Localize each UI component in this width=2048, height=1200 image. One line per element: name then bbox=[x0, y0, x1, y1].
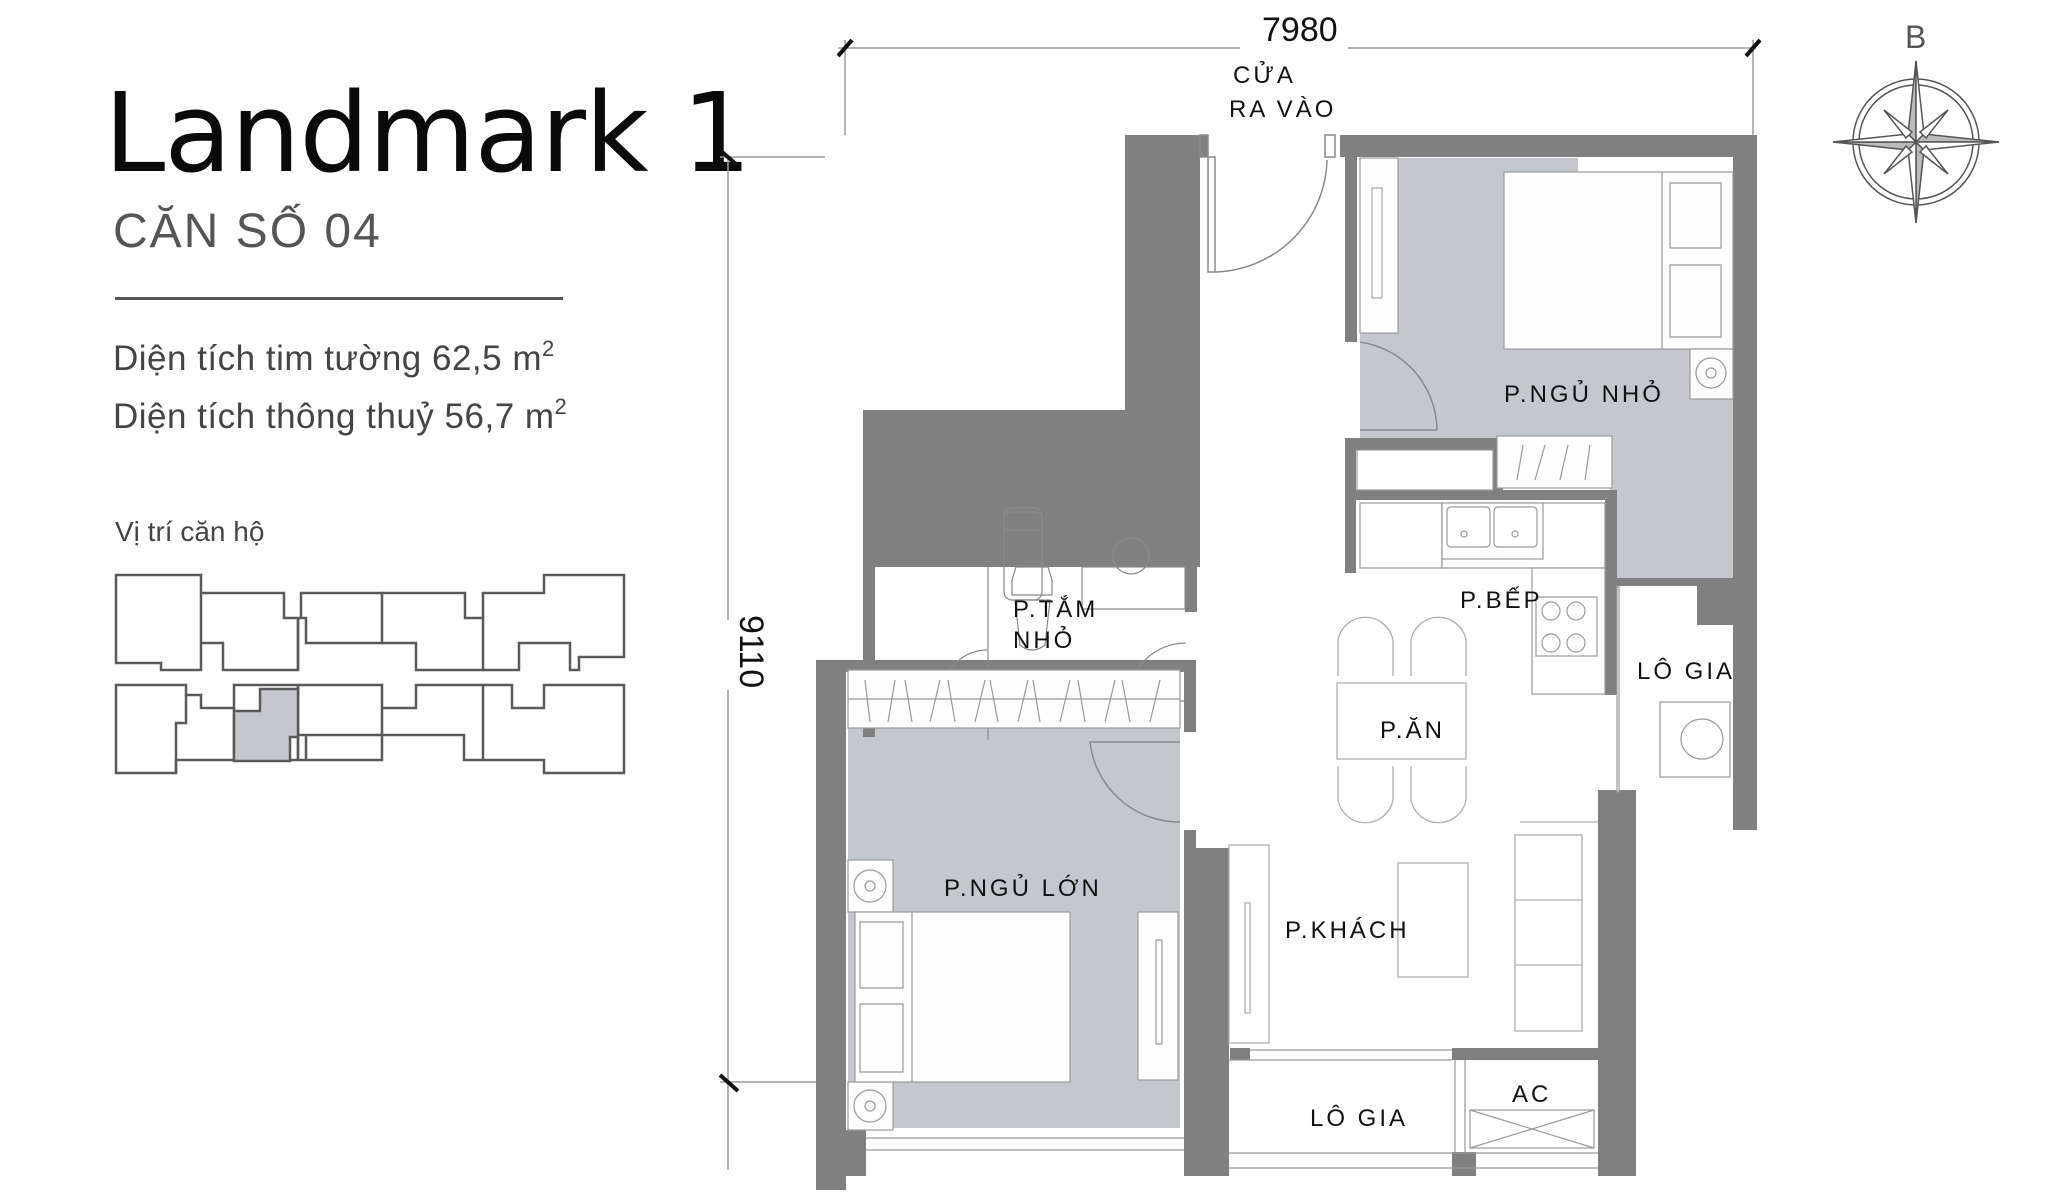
gross-area-unit: 2 bbox=[541, 336, 555, 361]
right-logia-fixtures bbox=[1616, 585, 1731, 793]
key-unit bbox=[481, 573, 626, 672]
entrance-label-line1: CỬA bbox=[1233, 60, 1296, 89]
fridge-icon bbox=[1359, 502, 1443, 569]
gross-area: Diện tích tim tường 62,5 m2 bbox=[113, 336, 555, 378]
net-area: Diện tích thông thuỷ 56,7 m2 bbox=[113, 394, 568, 436]
small-bedroom-label: P.NGỦ NHỎ bbox=[1504, 379, 1664, 408]
width-dimension bbox=[836, 38, 1762, 135]
key-unit bbox=[201, 591, 384, 672]
bottom-logia-label: LÔ GIA bbox=[1310, 1104, 1408, 1132]
kitchen-label: P.BẾP bbox=[1460, 586, 1543, 614]
toilet-icon bbox=[1011, 566, 1053, 651]
sofa-icon bbox=[1514, 834, 1583, 1032]
small-bedroom-floor bbox=[1610, 438, 1733, 586]
master-bedroom-door-icon bbox=[1089, 741, 1181, 823]
dining-table-icon bbox=[1336, 616, 1467, 824]
project-title: Landmark 1 bbox=[104, 69, 752, 197]
entrance-door-icon bbox=[1199, 134, 1336, 273]
wardrobe bbox=[1359, 157, 1399, 334]
right-logia-label: LÔ GIA bbox=[1637, 657, 1735, 685]
entrance-label-line2: RA VÀO bbox=[1229, 96, 1336, 123]
dining-label: P.ĂN bbox=[1380, 717, 1445, 744]
key-plan-label: Vị trí căn hộ bbox=[115, 516, 265, 547]
width-dimension-label: 7980 bbox=[1262, 11, 1338, 49]
key-divider bbox=[174, 695, 188, 773]
coffee-table bbox=[1397, 862, 1469, 978]
living-room-furniture bbox=[1228, 821, 1598, 1044]
key-unit bbox=[114, 573, 203, 672]
washing-machine-icon bbox=[1659, 701, 1731, 778]
bathroom-label-line2: NHỎ bbox=[1013, 625, 1075, 654]
key-unit bbox=[483, 683, 626, 775]
master-bedroom-furniture bbox=[847, 669, 1181, 1131]
tv-console bbox=[1228, 844, 1270, 1044]
ac-unit-icon bbox=[1469, 1109, 1595, 1149]
small-bedroom-furniture bbox=[1359, 157, 1734, 489]
walls bbox=[816, 135, 1757, 1190]
unit-number: CĂN SỐ 04 bbox=[113, 205, 382, 258]
gross-area-text: Diện tích tim tường 62,5 m bbox=[113, 339, 542, 378]
shoe-cabinet bbox=[1496, 435, 1613, 489]
kitchen-fixtures bbox=[1356, 449, 1606, 695]
key-unit bbox=[382, 591, 485, 672]
small-bedroom-door-icon bbox=[1359, 341, 1438, 431]
key-unit-highlighted bbox=[232, 687, 300, 763]
living-room-label: P.KHÁCH bbox=[1285, 917, 1410, 944]
bathroom-label-line1: P.TẮM bbox=[1013, 595, 1098, 623]
tv-icon bbox=[1371, 187, 1383, 299]
depth-dimension-label: 9110 bbox=[732, 615, 770, 688]
bottom-logia-fixtures bbox=[866, 1049, 1598, 1169]
master-bedroom-label: P.NGỦ LỚN bbox=[944, 873, 1102, 902]
north-label: B bbox=[1905, 19, 1926, 55]
depth-dimension bbox=[718, 148, 825, 1170]
net-area-unit: 2 bbox=[554, 394, 568, 419]
net-area-text: Diện tích thông thuỷ 56,7 m bbox=[113, 397, 555, 436]
title-divider bbox=[115, 297, 563, 300]
key-divider bbox=[298, 708, 384, 762]
ac-label: AC bbox=[1512, 1081, 1551, 1108]
